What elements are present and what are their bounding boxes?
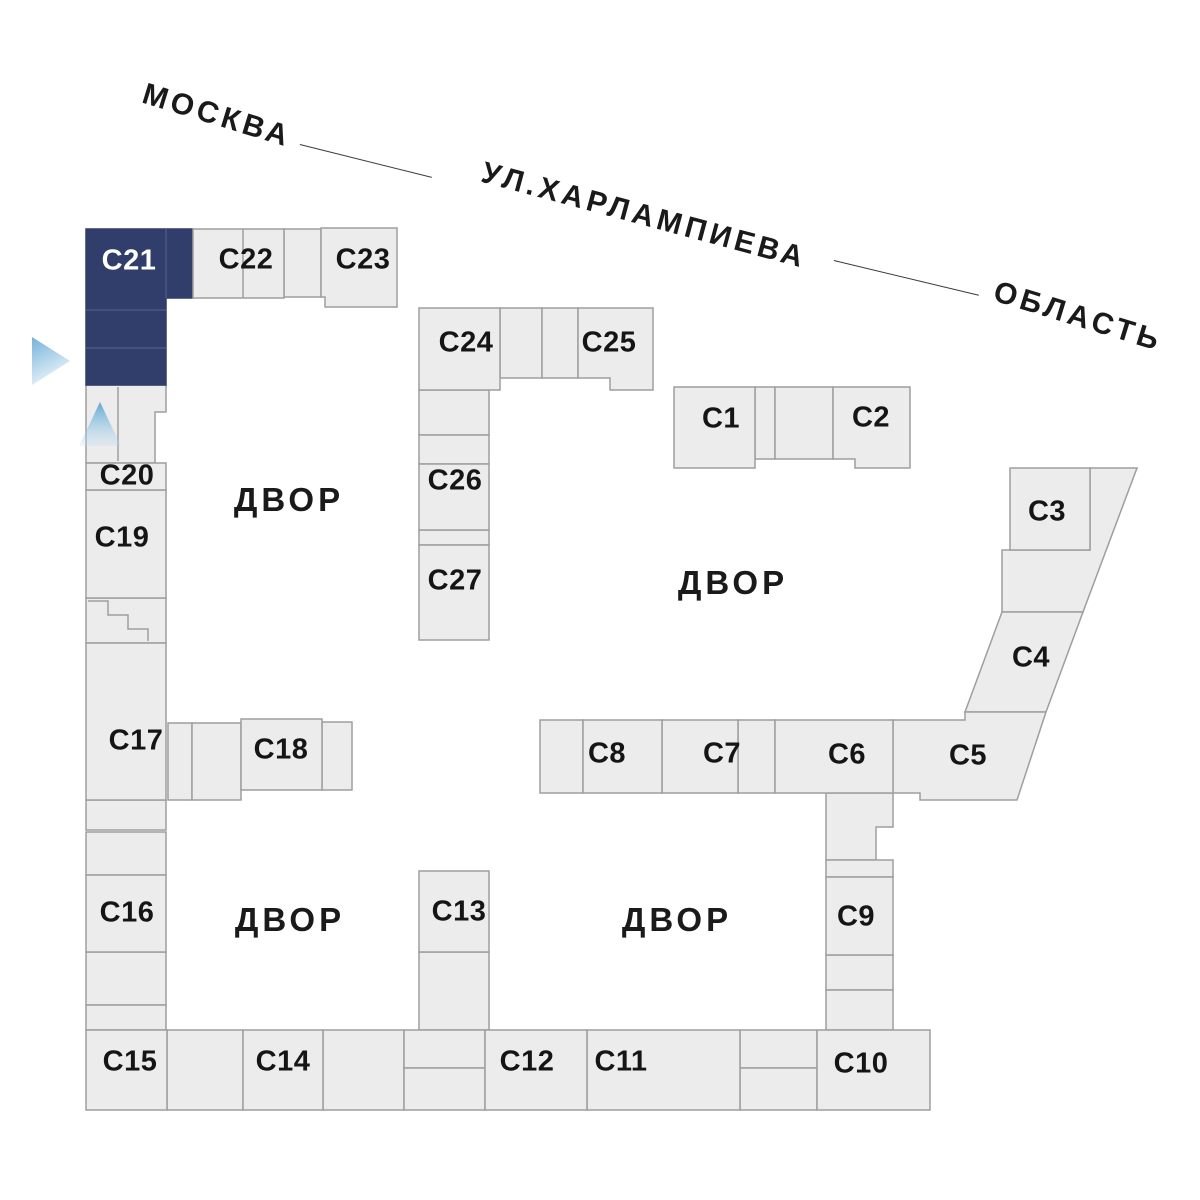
courtyard-label: ДВОР — [677, 564, 789, 601]
building-c26[interactable] — [418, 463, 490, 531]
building-segment — [85, 951, 167, 1006]
courtyard-label: ДВОР — [233, 481, 345, 518]
building-c3[interactable] — [1009, 467, 1091, 551]
building-c25[interactable] — [577, 307, 654, 391]
building-segment — [825, 954, 894, 991]
building-c18[interactable] — [240, 718, 323, 791]
building-segment — [754, 386, 776, 460]
building-segment — [418, 951, 490, 1031]
building-segment — [739, 1067, 818, 1111]
courtyard-label: ДВОР — [621, 901, 733, 938]
building-c23[interactable] — [320, 227, 398, 308]
building-segment — [739, 1029, 818, 1069]
building-segment — [167, 722, 193, 801]
building-segment — [283, 228, 322, 298]
building-segment — [539, 719, 584, 794]
building-c21[interactable] — [85, 228, 194, 386]
building-segment — [418, 434, 490, 465]
building-c9[interactable] — [825, 876, 894, 956]
building-segment — [191, 722, 242, 801]
building-segment — [774, 386, 834, 460]
building-segment — [166, 1029, 244, 1111]
building-segment — [499, 307, 543, 379]
building-c24[interactable] — [418, 307, 501, 391]
building-segment — [403, 1067, 486, 1111]
building-c17[interactable] — [85, 642, 167, 801]
building-c2[interactable] — [832, 386, 911, 469]
building-c20[interactable] — [85, 462, 167, 491]
building-segment — [321, 721, 353, 791]
building-c4[interactable] — [963, 611, 1085, 713]
building-segment — [85, 597, 167, 644]
building-segment — [85, 1004, 167, 1031]
building-c14[interactable] — [242, 1029, 324, 1111]
building-c11[interactable] — [586, 1029, 741, 1111]
building-c6[interactable] — [774, 719, 894, 794]
location-arrow-right-icon — [32, 337, 70, 385]
entrance-arrow-up-icon — [79, 402, 121, 446]
building-c1[interactable] — [673, 386, 756, 469]
building-segment — [737, 719, 776, 794]
division-line — [88, 600, 149, 641]
building-c10[interactable] — [816, 1029, 931, 1111]
building-segment — [322, 1029, 405, 1111]
building-segment — [403, 1029, 486, 1069]
building-segment — [418, 389, 490, 436]
building-c22[interactable] — [192, 228, 285, 299]
building-c19[interactable] — [85, 489, 167, 599]
building-c15[interactable] — [85, 1029, 168, 1111]
building-segment — [418, 529, 490, 546]
building-segment — [85, 831, 167, 876]
building-segment — [825, 989, 894, 1031]
building-c27[interactable] — [418, 544, 490, 641]
building-c7[interactable] — [661, 719, 739, 794]
building-c12[interactable] — [484, 1029, 588, 1111]
building-c5[interactable] — [892, 711, 1048, 801]
building-segment — [825, 859, 894, 878]
building-segment — [825, 792, 894, 861]
building-c16[interactable] — [85, 874, 167, 953]
building-segment — [541, 307, 579, 379]
courtyard-label: ДВОР — [234, 901, 346, 938]
building-c8[interactable] — [582, 719, 663, 794]
building-c13[interactable] — [418, 870, 490, 953]
building-segment — [85, 799, 167, 831]
